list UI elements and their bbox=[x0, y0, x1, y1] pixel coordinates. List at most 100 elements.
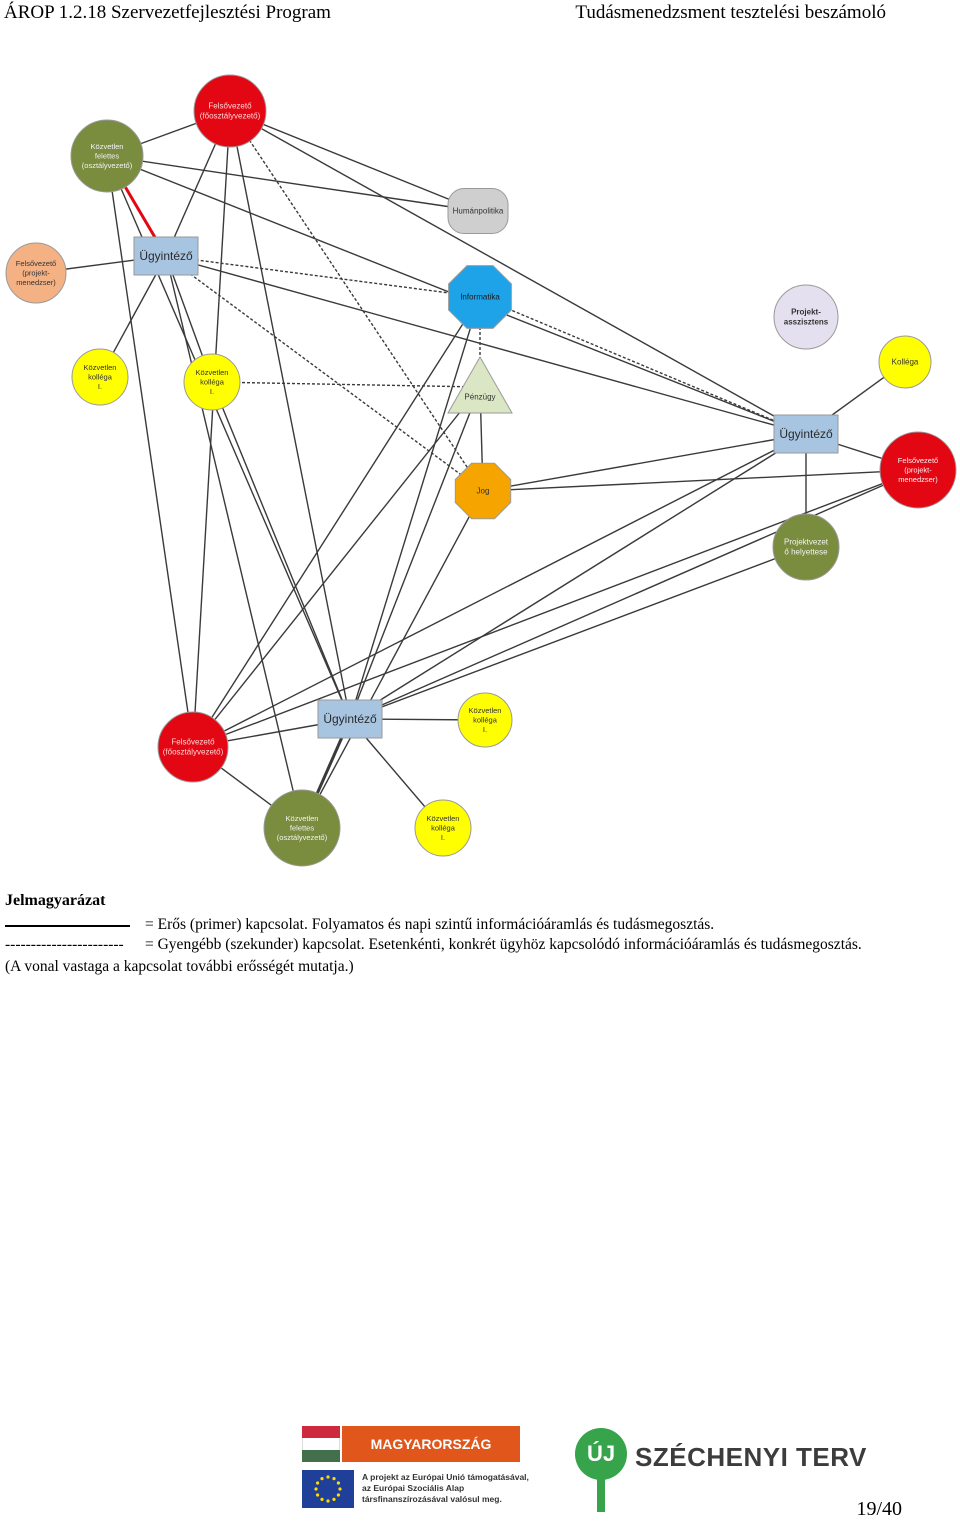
edge-felsovezeto-osztalyvezeto-top-jog bbox=[229, 110, 484, 492]
diagram-nodes: Felsővezető(főosztályvezető)Közvetlenfel… bbox=[5, 74, 957, 867]
uj-badge-stem bbox=[597, 1478, 605, 1512]
node-informatika: Informatika bbox=[448, 265, 512, 329]
banner-text: MAGYARORSZÁG MEGÚJUL bbox=[342, 1426, 520, 1488]
node-shape bbox=[157, 711, 229, 783]
node-label-kozvetlen-kollega-3-2: I. bbox=[483, 725, 487, 734]
node-label-kozvetlen-kollega-4-2: I. bbox=[441, 833, 445, 842]
node-jog: Jog bbox=[454, 462, 512, 520]
edge-ugyintezo-right-felsovezeto-bottom bbox=[192, 433, 807, 748]
node-shape bbox=[448, 265, 512, 329]
node-ugyintezo-bottom: Ügyintéző bbox=[317, 699, 383, 739]
node-label-kozvetlen-kollega-1-0: Közvetlen bbox=[84, 363, 117, 372]
magyarorszag-megujul-logo: MAGYARORSZÁG MEGÚJUL A projekt az Európa… bbox=[302, 1426, 529, 1510]
edge-felsovezeto-osztalyvezeto-top-humanpolitika bbox=[229, 110, 479, 212]
node-label-kozvetlen-kollega-2-0: Közvetlen bbox=[196, 368, 229, 377]
edge-ugyintezo-right-ugyintezo-bottom bbox=[349, 433, 807, 720]
node-shape bbox=[454, 462, 512, 520]
legend-solid-text: = Erős (primer) kapcsolat. Folyamatos és… bbox=[145, 916, 715, 933]
node-label-felsovezeto-projektmenedzser-right-2: menedzser) bbox=[898, 475, 938, 484]
node-label-kozvetlen-kollega-4-0: Közvetlen bbox=[427, 814, 460, 823]
node-label-felsovezeto-bottom-1: (főosztályvezető) bbox=[163, 748, 224, 757]
node-label-kozvetlen-felettes-bottom-1: felettes bbox=[290, 824, 314, 833]
legend-solid-line bbox=[5, 925, 130, 927]
node-label-projektvezeto-helyettese-0: Projektvezet bbox=[784, 538, 829, 547]
node-label-kozvetlen-kollega-1-2: I. bbox=[98, 382, 102, 391]
node-label-kozvetlen-felettes-bottom-2: (osztályvezető) bbox=[277, 833, 328, 842]
node-label-felsovezeto-osztalyvezeto-top-1: (főosztályvezető) bbox=[200, 112, 261, 121]
node-label-felsovezeto-bottom-0: Felsővezető bbox=[171, 738, 215, 747]
szechenyi-terv-text: SZÉCHENYI TERV bbox=[635, 1442, 867, 1472]
node-shape bbox=[447, 188, 509, 234]
node-label-felsovezeto-projektmenedzser-right-0: Felsővezető bbox=[898, 456, 938, 465]
node-shape bbox=[773, 284, 839, 350]
page-number: 19/40 bbox=[856, 1498, 902, 1520]
node-label-kozvetlen-kollega-2-1: kolléga bbox=[200, 378, 225, 387]
node-felsovezeto-bottom: Felsővezető(főosztályvezető) bbox=[157, 711, 229, 783]
node-label-humanpolitika-0: Humánpolitika bbox=[453, 207, 504, 216]
node-label-kozvetlen-felettes-top-0: Közvetlen bbox=[91, 142, 124, 151]
node-shape bbox=[133, 236, 199, 276]
node-shape bbox=[414, 799, 472, 857]
node-label-kozvetlen-felettes-top-1: felettes bbox=[95, 152, 119, 161]
legend: Jelmagyarázat = Erős (primer) kapcsolat.… bbox=[5, 892, 955, 976]
node-label-jog-0: Jog bbox=[477, 487, 490, 496]
edge-informatika-felsovezeto-bottom bbox=[192, 296, 481, 748]
edge-ugyintezo-top-ugyintezo-right bbox=[165, 255, 807, 435]
node-shape bbox=[773, 414, 839, 454]
node-felsovezeto-projektmenedzser-left: Felsővezető(projekt-menedzser) bbox=[5, 242, 67, 304]
node-label-felsovezeto-projektmenedzser-left-0: Felsővezető bbox=[16, 259, 56, 268]
edge-felsovezeto-projektmenedzser-right-jog bbox=[482, 469, 919, 492]
node-shape bbox=[71, 348, 129, 406]
edge-penzugy-ugyintezo-bottom bbox=[349, 386, 481, 720]
node-projekt-asszisztens: Projekt-asszisztens bbox=[773, 284, 839, 350]
legend-dashed-line: ----------------------- bbox=[5, 936, 124, 953]
node-label-kozvetlen-kollega-3-1: kolléga bbox=[473, 716, 498, 725]
uj-badge: ÚJ bbox=[575, 1428, 627, 1480]
header-program-title: ÁROP 1.2.18 Szervezetfejlesztési Program bbox=[4, 2, 331, 23]
node-label-kozvetlen-felettes-bottom-0: Közvetlen bbox=[286, 814, 319, 823]
node-label-projektvezeto-helyettese-1: ő helyettese bbox=[784, 548, 828, 557]
legend-note: (A vonal vastaga a kapcsolat további erő… bbox=[5, 958, 354, 975]
node-label-kozvetlen-kollega-2-2: I. bbox=[210, 387, 214, 396]
footer: MAGYARORSZÁG MEGÚJUL A projekt az Európa… bbox=[0, 1420, 960, 1520]
node-shape bbox=[317, 699, 383, 739]
node-shape bbox=[5, 242, 67, 304]
node-label-kollega-right-0: Kolléga bbox=[892, 358, 919, 367]
node-shape bbox=[457, 692, 513, 748]
edge-felsovezeto-osztalyvezeto-top-felsovezeto-bottom bbox=[192, 110, 231, 748]
edge-ugyintezo-top-kozvetlen-felettes-bottom bbox=[165, 255, 303, 829]
node-label-felsovezeto-projektmenedzser-right-1: (projekt- bbox=[904, 466, 932, 475]
edge-penzugy-felsovezeto-bottom bbox=[192, 386, 481, 748]
szechenyi-terv-logo: ÚJ SZÉCHENYI TERV bbox=[575, 1428, 866, 1514]
node-felsovezeto-projektmenedzser-right: Felsővezető(projekt-menedzser) bbox=[879, 431, 957, 509]
node-shape bbox=[183, 353, 241, 411]
legend-dashed-text: = Gyengébb (szekunder) kapcsolat. Eseten… bbox=[145, 936, 862, 953]
header-report-title: Tudásmenedzsment tesztelési beszámoló bbox=[575, 2, 886, 23]
eu-flag-icon bbox=[302, 1470, 354, 1508]
node-shape bbox=[70, 119, 144, 193]
legend-title: Jelmagyarázat bbox=[5, 892, 106, 909]
node-ugyintezo-top: Ügyintéző bbox=[133, 236, 199, 276]
edge-kozvetlen-kollega-2-ugyintezo-bottom bbox=[211, 381, 351, 720]
node-label-kozvetlen-felettes-top-2: (osztályvezető) bbox=[82, 161, 133, 170]
node-label-ugyintezo-right-0: Ügyintéző bbox=[779, 427, 833, 441]
node-kollega-right: Kolléga bbox=[878, 335, 932, 389]
node-shape bbox=[447, 355, 513, 414]
page-header: ÁROP 1.2.18 Szervezetfejlesztési Program… bbox=[4, 2, 956, 28]
node-label-ugyintezo-top-0: Ügyintéző bbox=[139, 249, 193, 263]
node-label-felsovezeto-projektmenedzser-left-2: menedzser) bbox=[16, 278, 56, 287]
edge-jog-kozvetlen-felettes-bottom bbox=[301, 490, 484, 829]
node-humanpolitika: Humánpolitika bbox=[447, 188, 509, 234]
edge-kozvetlen-felettes-top-humanpolitika bbox=[106, 155, 479, 212]
node-ugyintezo-right: Ügyintéző bbox=[773, 414, 839, 454]
hungarian-flag-icon bbox=[302, 1426, 340, 1462]
edge-felsovezeto-projektmenedzser-right-ugyintezo-bottom bbox=[349, 469, 919, 720]
node-label-penzugy-0: Pénzügy bbox=[464, 393, 495, 402]
edge-projektvezeto-helyettese-ugyintezo-bottom bbox=[349, 546, 807, 720]
node-label-kozvetlen-kollega-4-1: kolléga bbox=[431, 824, 456, 833]
